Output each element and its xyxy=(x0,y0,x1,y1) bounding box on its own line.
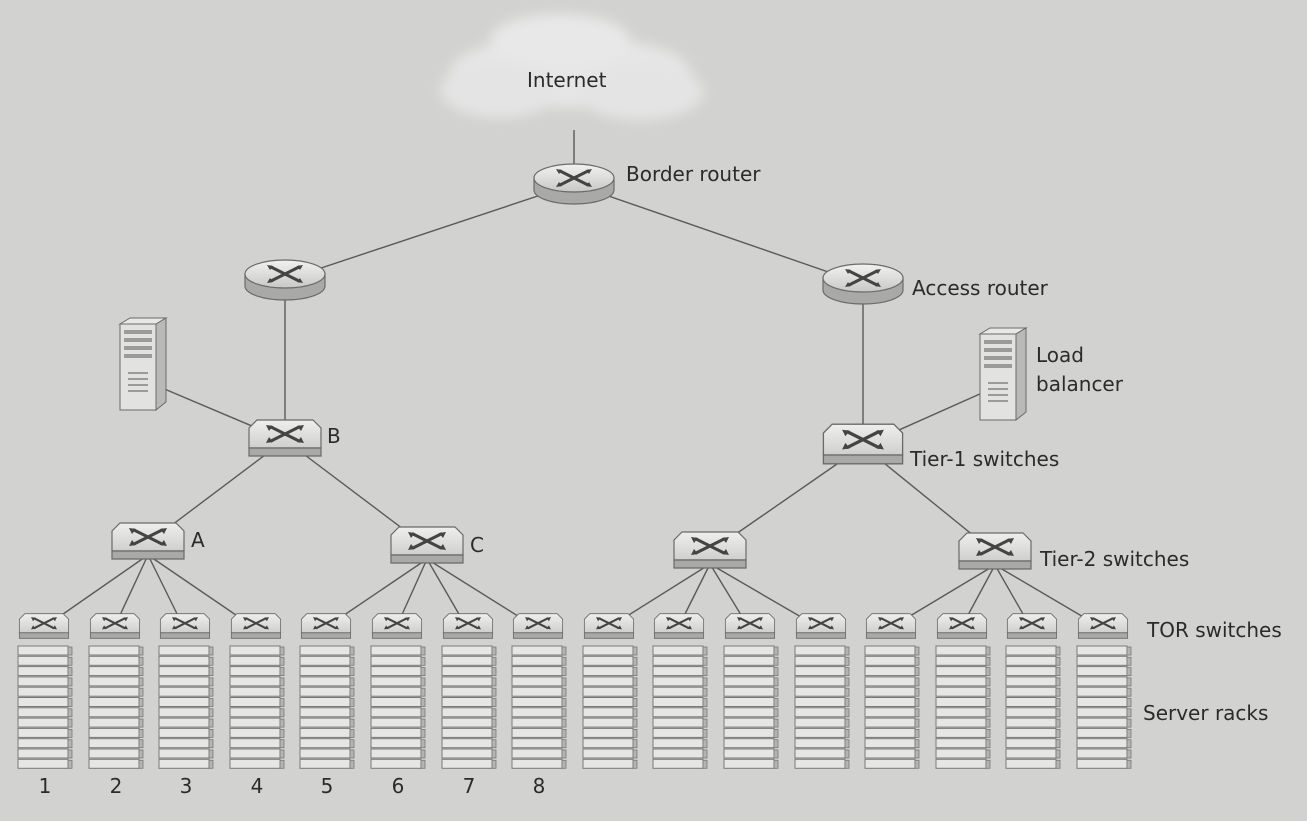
rack-number: 7 xyxy=(463,774,476,798)
switch-b-icon xyxy=(247,418,323,458)
rack-numbers: 1 2 3 4 5 6 7 8 xyxy=(39,774,546,798)
load-balancer-icon xyxy=(979,327,1027,421)
tor-switch-icon xyxy=(583,612,635,640)
link-border-left-router xyxy=(284,183,575,281)
tor-switch-icon xyxy=(371,612,423,640)
access-router-icon xyxy=(821,262,905,306)
server-rack xyxy=(441,645,497,769)
switch-c-icon xyxy=(389,525,465,565)
server-rack xyxy=(299,645,355,769)
internet-label: Internet xyxy=(527,68,607,92)
server-rack xyxy=(723,645,779,769)
server-rack xyxy=(88,645,144,769)
load-balancer-label-line1: Load xyxy=(1036,343,1084,367)
server-rack xyxy=(794,645,850,769)
tor-switch-icon xyxy=(653,612,705,640)
access-router-label: Access router xyxy=(912,276,1049,300)
rack-number: 6 xyxy=(392,774,405,798)
access-router-left-icon xyxy=(243,258,327,302)
tor-switches-label: TOR switches xyxy=(1146,618,1282,642)
rack-number: 4 xyxy=(251,774,264,798)
rack-number: 2 xyxy=(110,774,123,798)
switch-b-label: B xyxy=(327,424,341,448)
tor-switch-icon xyxy=(512,612,564,640)
tier1-switches-label: Tier-1 switches xyxy=(909,447,1059,471)
server-rack xyxy=(1005,645,1061,769)
server-rack xyxy=(158,645,214,769)
border-router-icon xyxy=(532,162,616,206)
server-rack xyxy=(17,645,73,769)
server-rack xyxy=(652,645,708,769)
tor-switch-icon xyxy=(442,612,494,640)
tor-switch-icon xyxy=(89,612,141,640)
tier2-switches-label: Tier-2 switches xyxy=(1039,547,1189,571)
server-rack xyxy=(864,645,920,769)
switch-c-label: C xyxy=(470,533,484,557)
tor-switch-icon xyxy=(1077,612,1129,640)
rack-number: 1 xyxy=(39,774,52,798)
server-rack xyxy=(582,645,638,769)
server-rack xyxy=(935,645,991,769)
switch-a-label: A xyxy=(191,528,205,552)
tor-switch-icon xyxy=(936,612,988,640)
tor-switch-icon xyxy=(865,612,917,640)
rack-number: 3 xyxy=(180,774,193,798)
tor-switch-icon xyxy=(724,612,776,640)
link-border-access-router xyxy=(573,183,864,285)
network-links xyxy=(42,130,1103,629)
tor-switch-icon xyxy=(795,612,847,640)
server-rack xyxy=(229,645,285,769)
tier2-switch-right-icon xyxy=(957,531,1033,571)
border-router-label: Border router xyxy=(626,162,761,186)
load-balancer-label-line2: balancer xyxy=(1036,372,1124,396)
server-rack xyxy=(1076,645,1132,769)
rack-number: 5 xyxy=(321,774,334,798)
tor-switch-icon xyxy=(159,612,211,640)
tor-switch-icon xyxy=(18,612,70,640)
tor-switch-icon xyxy=(230,612,282,640)
switch-a-icon xyxy=(110,521,186,561)
tier2-switch-left-icon xyxy=(672,530,748,570)
server-rack xyxy=(370,645,426,769)
rack-number: 8 xyxy=(533,774,546,798)
internet-cloud xyxy=(440,14,704,120)
server-racks-label: Server racks xyxy=(1143,701,1268,725)
tier1-switch-icon xyxy=(821,422,905,466)
server-icon xyxy=(119,317,167,411)
server-rack xyxy=(511,645,567,769)
tor-switch-icon xyxy=(1006,612,1058,640)
tor-switch-icon xyxy=(300,612,352,640)
